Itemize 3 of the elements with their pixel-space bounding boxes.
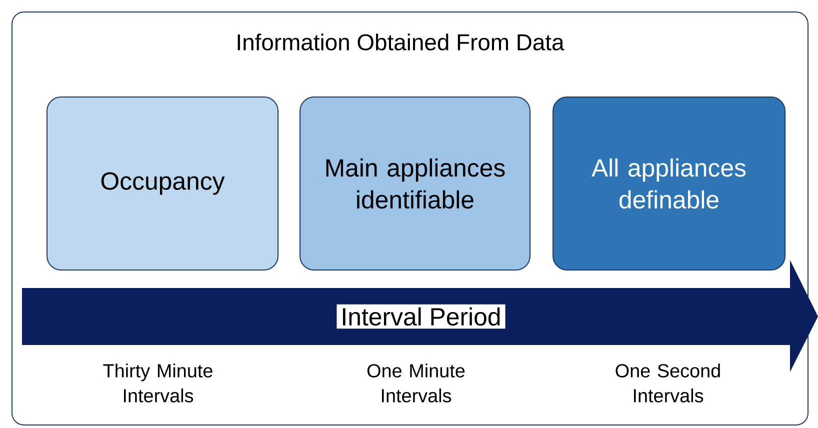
rounded-box: Main appliances identifiable bbox=[300, 96, 530, 270]
rounded-box: All appliances definable bbox=[552, 96, 786, 270]
rounded-box: Occupancy bbox=[46, 96, 278, 270]
